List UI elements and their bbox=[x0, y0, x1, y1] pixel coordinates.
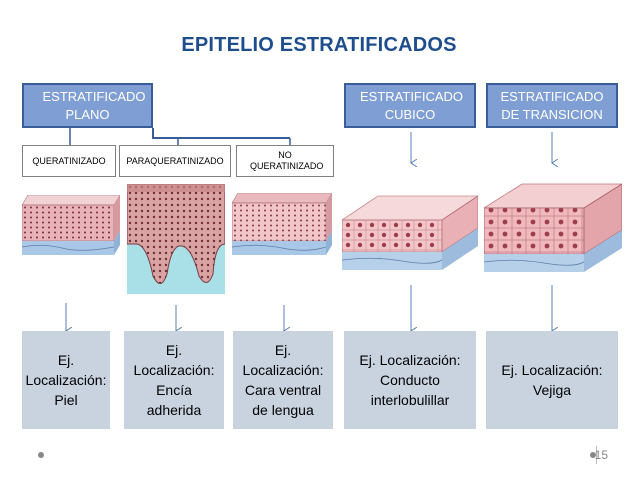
tissue-illustration-cubico bbox=[342, 195, 478, 270]
subtype-queratinizado: QUERATINIZADO bbox=[22, 145, 116, 177]
header-estratificado-transicion: ESTRATIFICADO DE TRANSICION bbox=[486, 83, 618, 128]
example-vejiga: Ej. Localización: Vejiga bbox=[486, 331, 618, 429]
header-plano-label: ESTRATIFICADO PLANO bbox=[42, 88, 146, 122]
subtype-no-queratinizado: NO QUERATINIZADO bbox=[236, 145, 334, 177]
header-cubico-label: ESTRATIFICADO CUBICO bbox=[360, 88, 464, 122]
footer-divider bbox=[596, 446, 597, 464]
example-encia-text: Ej. Localización: Encía adherida bbox=[133, 342, 215, 418]
subtype-no-queratinizado-label: NO QUERATINIZADO bbox=[250, 150, 324, 171]
subtype-queratinizado-label: QUERATINIZADO bbox=[32, 155, 106, 166]
connector-plano bbox=[152, 128, 290, 139]
tissue-illustration-paraqueratinizado bbox=[127, 184, 225, 294]
page-title: EPITELIO ESTRATIFICADOS bbox=[181, 34, 457, 56]
subtype-paraqueratinizado: PARAQUERATINIZADO bbox=[119, 145, 231, 177]
example-conducto: Ej. Localización: Conducto interlobulill… bbox=[344, 331, 476, 429]
footer-dot-left bbox=[38, 452, 44, 458]
tissue-illustration-transicion bbox=[484, 183, 622, 272]
example-lengua: Ej. Localización: Cara ventral de lengua bbox=[233, 331, 333, 429]
example-piel: Ej. Localización: Piel bbox=[22, 331, 110, 429]
example-lengua-text: Ej. Localización: Cara ventral de lengua bbox=[242, 342, 324, 418]
header-estratificado-cubico: ESTRATIFICADO CUBICO bbox=[344, 83, 476, 128]
page-number: 15 bbox=[594, 448, 608, 462]
example-conducto-text: Ej. Localización: Conducto interlobulill… bbox=[359, 352, 461, 408]
example-vejiga-text: Ej. Localización: Vejiga bbox=[501, 362, 603, 398]
header-estratificado-plano: ESTRATIFICADO PLANO bbox=[22, 83, 153, 128]
tissue-illustration-queratinizado bbox=[22, 195, 120, 255]
example-encia: Ej. Localización: Encía adherida bbox=[124, 331, 224, 429]
tissue-illustration-no-queratinizado bbox=[232, 193, 332, 255]
footer-dot-right bbox=[590, 452, 596, 458]
header-transicion-label: ESTRATIFICADO DE TRANSICION bbox=[500, 88, 604, 122]
subtype-paraqueratinizado-label: PARAQUERATINIZADO bbox=[126, 155, 224, 166]
example-piel-text: Ej. Localización: Piel bbox=[25, 352, 107, 408]
